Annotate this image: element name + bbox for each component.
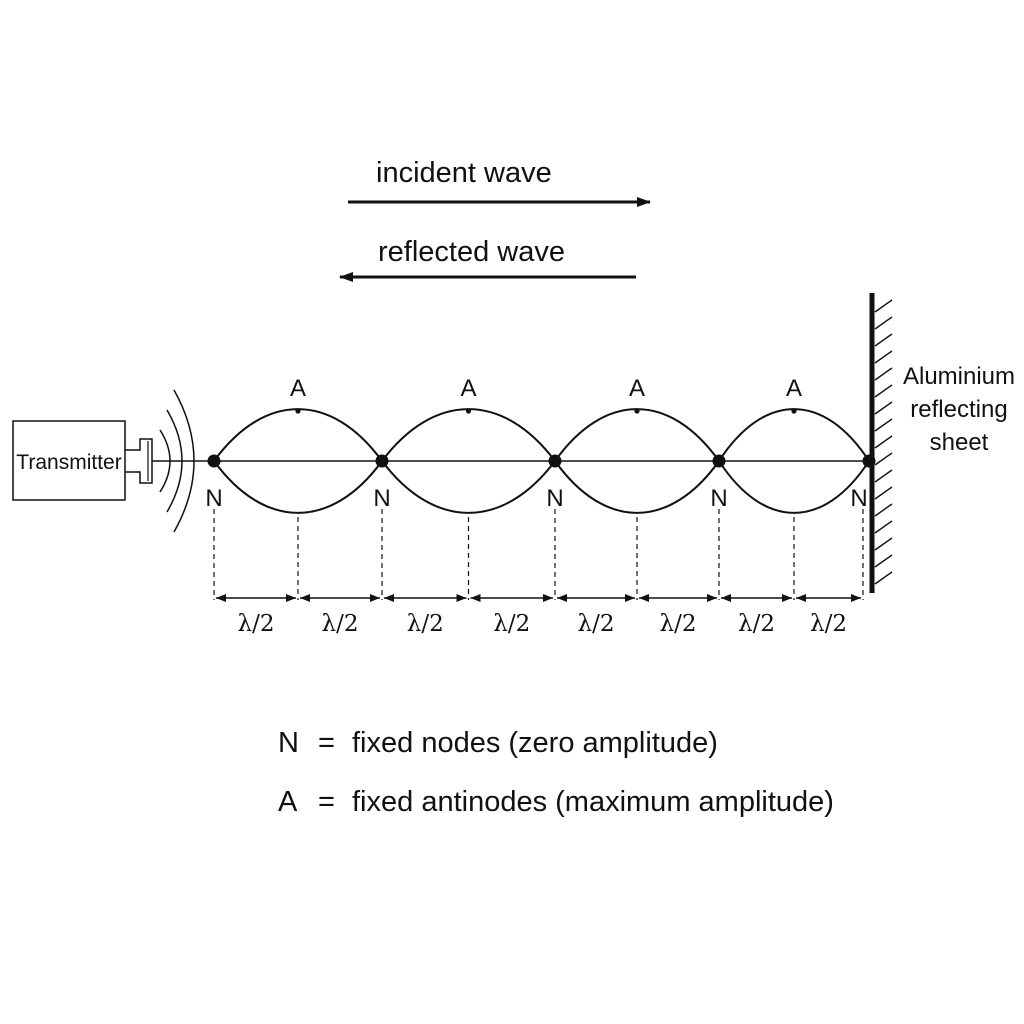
half-wavelength-label-1: λ/2 (238, 611, 275, 637)
node-label-2: N (373, 485, 390, 512)
upper-loop-1 (213, 408, 383, 462)
hatch-line (874, 316, 893, 330)
node-dot-2 (375, 454, 389, 468)
node-dot-3 (548, 454, 562, 468)
hatch-line (874, 452, 893, 466)
half-wavelength-markers: λ/2 λ/2 λ/2 λ/2 λ/2 λ/2 λ/2 λ/2 (216, 594, 861, 637)
antinode-label-2: A (460, 375, 476, 402)
antinode-dot-2 (465, 408, 472, 414)
hatch-line (874, 384, 893, 398)
half-wavelength-label-6: λ/2 (660, 611, 697, 637)
legend: N = fixed nodes (zero amplitude) A = fix… (278, 727, 834, 818)
hatch-line (874, 503, 893, 517)
antinode-dot-4 (791, 408, 797, 414)
hatch-line (874, 571, 893, 585)
hatch-line (874, 486, 893, 500)
upper-loop-3 (554, 408, 720, 462)
hatch-line (874, 401, 893, 415)
legend-antinodes-eq: = (318, 786, 335, 818)
hatch-line (874, 537, 893, 551)
lower-loop-2 (381, 460, 556, 514)
hatch-line (874, 299, 893, 313)
legend-nodes-symbol: N (278, 727, 299, 759)
node-label-3: N (546, 485, 563, 512)
aluminium-reflecting-sheet (869, 293, 893, 593)
legend-antinodes-text: fixed antinodes (maximum amplitude) (352, 786, 834, 818)
half-wavelength-label-2: λ/2 (322, 611, 359, 637)
node-label-5: N (850, 485, 867, 512)
antinode-dot-1 (295, 408, 301, 414)
node-dot-4 (712, 454, 726, 468)
node-dot-1 (207, 454, 221, 468)
sheet-hatching (874, 299, 893, 585)
reflected-wave-label: reflected wave (378, 236, 565, 268)
hatch-line (874, 469, 893, 483)
lower-loop-1 (213, 460, 383, 514)
lower-loop-4 (718, 460, 870, 514)
sheet-label-line-2: reflecting (910, 396, 1007, 423)
sheet-label-line-1: Aluminium (903, 363, 1015, 390)
node-label-1: N (205, 485, 222, 512)
transmitter-box (12, 420, 126, 501)
upper-loop-2 (381, 408, 556, 462)
legend-nodes-eq: = (318, 727, 335, 759)
half-wavelength-label-8: λ/2 (810, 611, 847, 637)
node-label-4: N (710, 485, 727, 512)
hatch-line (874, 367, 893, 381)
hatch-line (874, 554, 893, 568)
antinode-label-3: A (629, 375, 645, 402)
hatch-line (874, 350, 893, 364)
node-dot-5 (862, 454, 876, 468)
incident-wave-label: incident wave (376, 157, 552, 189)
half-wavelength-label-5: λ/2 (578, 611, 615, 637)
legend-nodes-text: fixed nodes (zero amplitude) (352, 727, 718, 759)
antinode-dot-3 (634, 408, 640, 414)
half-wavelength-label-3: λ/2 (407, 611, 444, 637)
half-wavelength-label-4: λ/2 (493, 611, 530, 637)
sheet-label-line-3: sheet (930, 429, 989, 456)
antinode-label-1: A (290, 375, 306, 402)
upper-loop-4 (718, 408, 870, 462)
lower-loop-3 (554, 460, 720, 514)
legend-antinodes-symbol: A (278, 786, 298, 818)
dashed-guides (213, 509, 864, 600)
transmitter-label: Transmitter (16, 451, 121, 474)
antinode-label-4: A (786, 375, 802, 402)
hatch-line (874, 520, 893, 534)
half-wavelength-label-7: λ/2 (738, 611, 775, 637)
hatch-line (874, 418, 893, 432)
hatch-line (874, 435, 893, 449)
hatch-line (874, 333, 893, 347)
